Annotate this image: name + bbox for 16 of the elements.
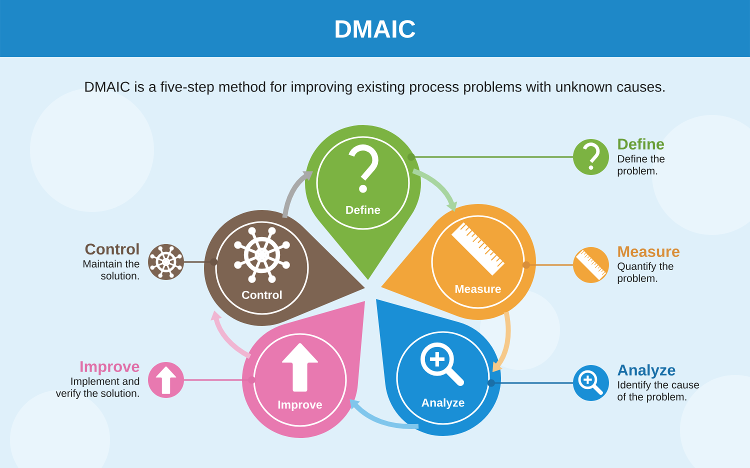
step-description: Improve Implement and verify the solution. xyxy=(56,361,184,400)
teardrop-petal: Analyze xyxy=(376,299,501,436)
title: DMAIC xyxy=(336,20,416,38)
step-description: Analyze Identify the cause of the problem. xyxy=(573,364,699,403)
step-description: Measure Quantify the problem. xyxy=(573,246,680,284)
leader-line xyxy=(487,379,573,387)
step-description: Control Maintain the solution. xyxy=(83,243,184,280)
step-description: Define Define the problem. xyxy=(573,138,665,177)
cycle-arrow xyxy=(350,399,419,429)
leader-line xyxy=(407,153,573,161)
teardrop-petal: Define xyxy=(305,125,421,280)
leader-line xyxy=(184,376,256,384)
teardrop-petal: Measure xyxy=(381,204,536,320)
leader-line xyxy=(184,258,218,266)
subtitle: DMAIC is a five-step method for improving existing process problems with unknown causes. xyxy=(85,81,664,95)
leader-line xyxy=(522,261,573,269)
